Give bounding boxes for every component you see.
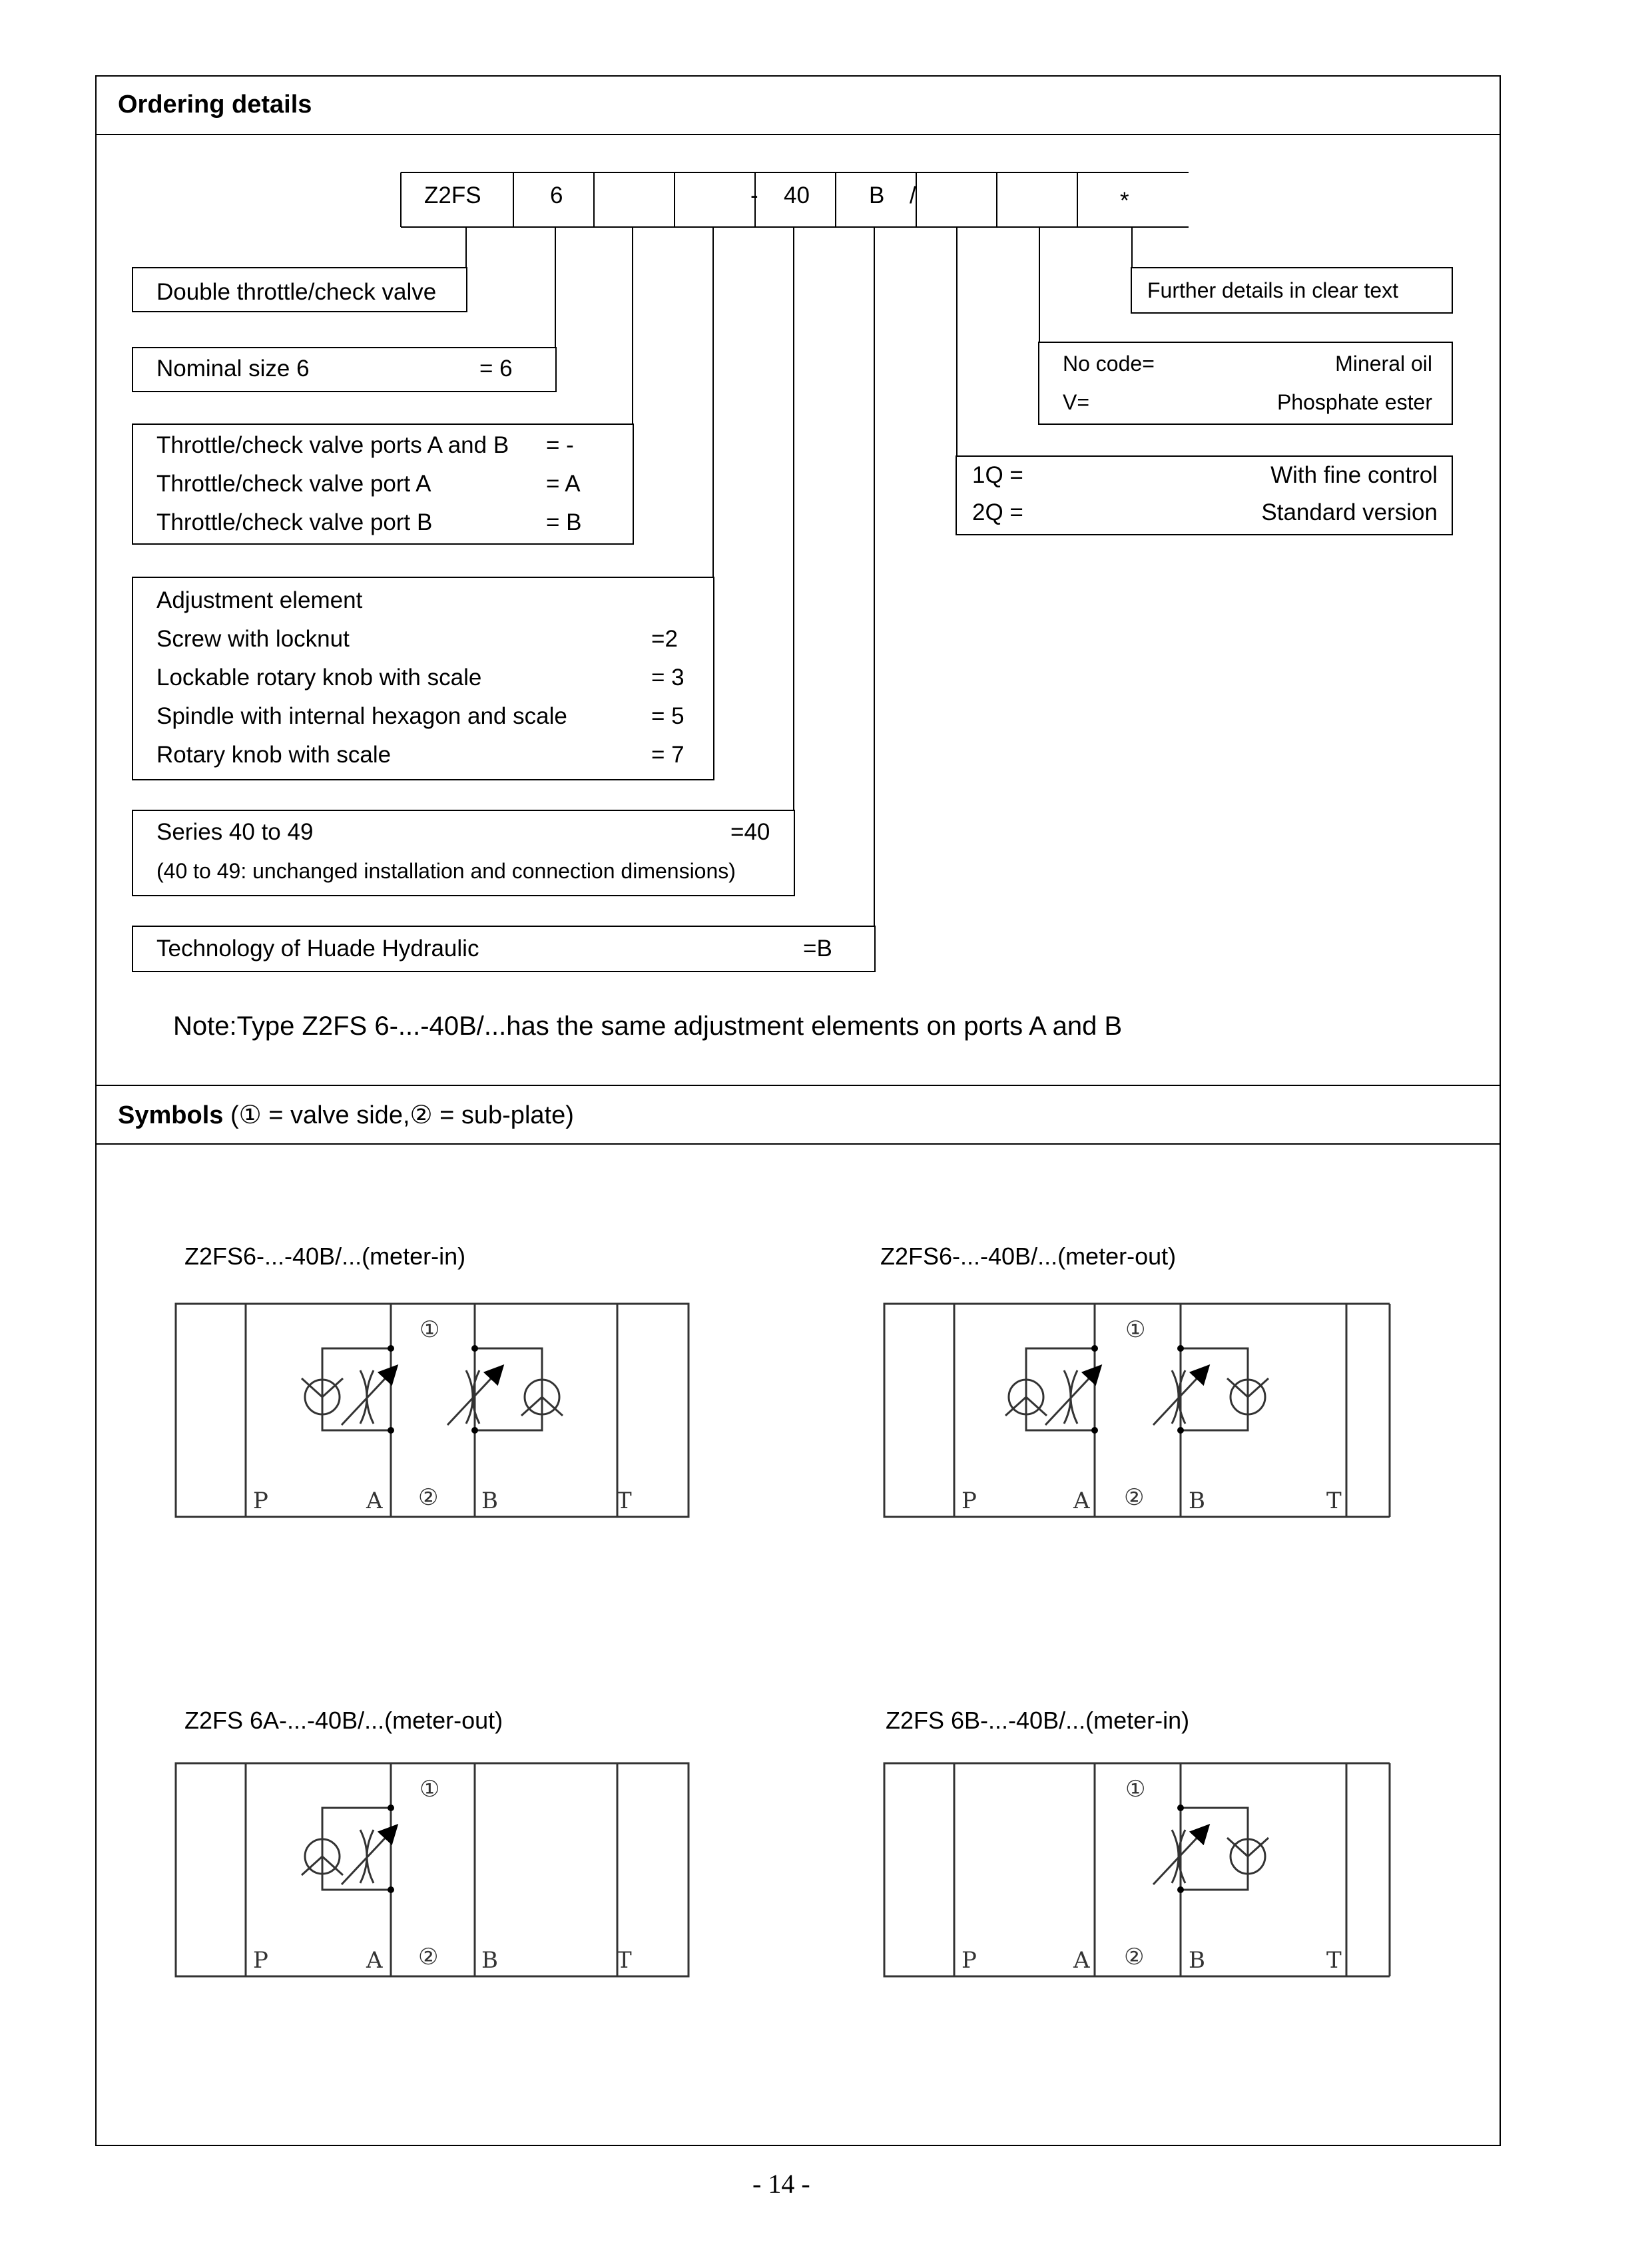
control-row-value: With fine control [1270,462,1438,488]
further-details-box [1131,267,1453,314]
port-label-p: P [253,1947,268,1974]
port-label-t: T [1326,1488,1342,1514]
port-label-t: T [617,1947,632,1974]
symbol-diagram-meter-in: ① ② P A B T [174,1302,690,1518]
port-label-a: A [366,1947,383,1974]
control-row-label: 1Q = [972,462,1023,488]
symbol-diagram-6b-meter-in: ① ② P A B T [883,1762,1391,1978]
seal-row-value: Mineral oil [1335,352,1432,376]
port-label-b: B [1189,1947,1205,1974]
divider [95,1143,1501,1145]
port-label-p: P [962,1488,977,1514]
technology-label: Technology of Huade Hydraulic [156,936,479,962]
symbol-diagram-6a-meter-out: ① ② P A B T [174,1762,690,1978]
seal-row-label: No code= [1063,352,1155,376]
adjustment-row-label: Screw with locknut [156,626,350,652]
seal-row-label: V= [1063,390,1090,414]
series-box [132,810,795,896]
adjustment-heading: Adjustment element [156,587,363,613]
technology-value: =B [803,936,832,962]
code-cell-further: * [1120,188,1129,214]
port-label-b: B [481,1947,498,1974]
port-label-a: A [1073,1488,1090,1514]
code-slash: / [910,182,916,208]
control-row-label: 2Q = [972,499,1023,525]
page-number: - 14 - [752,2169,810,2199]
seal-row-value: Phosphate ester [1276,390,1432,414]
sub-plate-marker: ② [1124,1944,1144,1970]
further-details-label: Further details in clear text [1147,278,1399,302]
code-cell-z2fs: Z2FS [424,182,481,208]
adjustment-row-value: =2 [651,626,678,652]
adjustment-row-label: Rotary knob with scale [156,742,392,768]
code-cell-tech: B [869,182,885,208]
ports-row-label: Throttle/check valve ports A and B [156,432,509,458]
page-frame [95,75,1501,2146]
seal-material-box [1038,342,1453,425]
control-version-box [956,455,1453,535]
adjustment-row-label: Lockable rotary knob with scale [156,665,482,691]
port-label-t: T [617,1488,632,1514]
nominal-size-label: Nominal size 6 [156,356,310,382]
port-label-p: P [253,1488,268,1514]
valve-side-marker: ① [419,1316,439,1343]
port-label-t: T [1326,1947,1342,1974]
ports-row-value: = A [546,471,581,497]
ports-row-value: = B [546,509,582,535]
port-label-a: A [1073,1947,1090,1974]
series-label: Series 40 to 49 [156,819,314,845]
ordering-details-title: Ordering details [118,91,312,119]
adjustment-row-value: = 7 [651,742,685,768]
valve-side-marker: ① [1125,1316,1145,1343]
diagram-caption: Z2FS 6B-...-40B/...(meter-in) [886,1707,1190,1734]
double-throttle-box [132,267,467,312]
ports-row-label: Throttle/check valve port B [156,509,433,535]
sub-plate-marker: ② [1124,1484,1144,1511]
code-dash: - [750,182,758,208]
sub-plate-marker: ② [418,1484,438,1511]
port-label-a: A [366,1488,383,1514]
adjustment-box [132,577,714,780]
symbols-title: Symbols (① = valve side,② = sub-plate) [118,1100,574,1130]
divider [95,1085,1501,1086]
ports-box [132,423,634,545]
nominal-size-value: = 6 [479,356,513,382]
divider [95,134,1501,135]
sub-plate-marker: ② [418,1944,438,1970]
technology-box [132,926,876,972]
valve-side-marker: ① [1125,1776,1145,1803]
code-cell-series: 40 [784,182,810,208]
port-label-b: B [1189,1488,1205,1514]
diagram-caption: Z2FS6-...-40B/...(meter-out) [880,1243,1177,1270]
series-value: =40 [730,819,770,845]
ports-row-value: = - [546,432,574,458]
symbols-title-legend: (① = valve side,② = sub-plate) [223,1101,574,1129]
adjustment-row-label: Spindle with internal hexagon and scale [156,703,567,729]
symbols-title-bold: Symbols [118,1101,224,1129]
adjustment-row-value: = 3 [651,665,685,691]
ordering-note: Note:Type Z2FS 6-...-40B/...has the same… [173,1011,1123,1041]
code-cell-size: 6 [550,182,563,208]
control-row-value: Standard version [1261,499,1438,525]
nominal-size-box [132,347,557,392]
adjustment-row-value: = 5 [651,703,685,729]
diagram-caption: Z2FS 6A-...-40B/...(meter-out) [184,1707,503,1734]
symbol-diagram-meter-out: ① ② P A B T [883,1302,1391,1518]
ports-row-label: Throttle/check valve port A [156,471,431,497]
port-label-p: P [962,1947,977,1974]
double-throttle-label: Double throttle/check valve [156,279,437,305]
diagram-caption: Z2FS6-...-40B/...(meter-in) [184,1243,466,1270]
port-label-b: B [481,1488,498,1514]
series-note: (40 to 49: unchanged installation and co… [156,859,736,883]
valve-side-marker: ① [419,1776,439,1803]
